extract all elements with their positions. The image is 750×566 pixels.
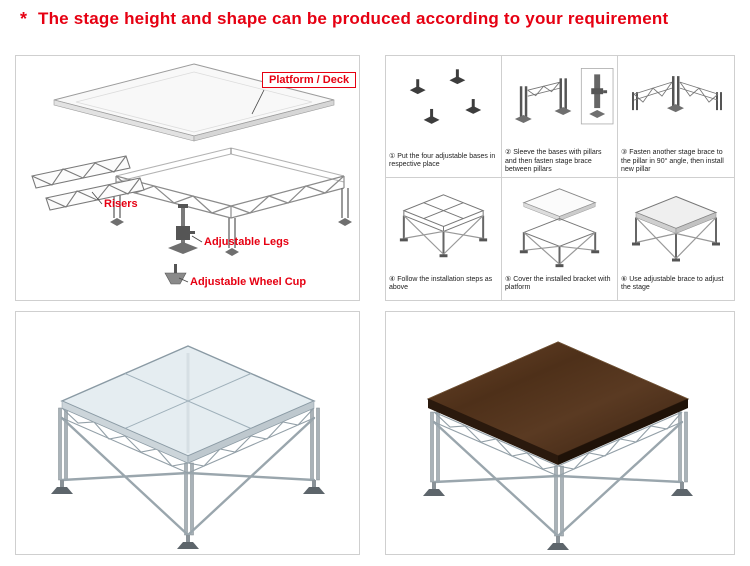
step-3-diagram [618, 56, 734, 148]
risers-label: Risers [104, 198, 138, 210]
step-3-corner-brace-drawing [632, 76, 722, 113]
step-cell-3: ③ Fasten another stage brace to the pill… [618, 56, 734, 178]
step-5-deck-placement-drawing [519, 188, 600, 268]
step-cell-2: ② Sleeve the bases with pillars and then… [502, 56, 618, 178]
step-4-caption: ④ Follow the installation steps as above [389, 276, 493, 292]
step-5-diagram [502, 178, 617, 275]
step-1-bases-drawing [409, 69, 482, 124]
step-cell-6: ⑥ Use adjustable brace to adjust the sta… [618, 178, 734, 300]
step-5-caption: ⑤ Cover the installed bracket with platf… [505, 276, 611, 292]
page-title: * The stage height and shape can be prod… [20, 7, 668, 31]
title-text: The stage height and shape can be produc… [38, 9, 669, 28]
adjustable-wheel-cup-label: Adjustable Wheel Cup [190, 276, 307, 288]
acrylic-stage-drawing [51, 345, 325, 549]
step-2-diagram [502, 56, 617, 148]
step-cell-5: ⑤ Cover the installed bracket with platf… [502, 178, 618, 300]
panel-assembly-steps: ① Put the four adjustable bases in respe… [385, 55, 735, 301]
step-1-caption: ① Put the four adjustable bases in respe… [389, 153, 496, 169]
step-cell-1: ① Put the four adjustable bases in respe… [386, 56, 502, 178]
step-6-caption: ⑥ Use adjustable brace to adjust the sta… [621, 276, 724, 292]
adjustable-legs-label: Adjustable Legs [204, 236, 289, 248]
step-2-pillars-drawing [514, 68, 614, 125]
exploded-stage-drawing [31, 63, 352, 285]
step-2-caption: ② Sleeve the bases with pillars and then… [505, 149, 602, 173]
step-4-frame-drawing [399, 194, 488, 258]
step-3-caption: ③ Fasten another stage brace to the pill… [621, 149, 724, 173]
panel-exploded-diagram: Platform / Deck Risers Adjustable Legs A… [15, 55, 360, 301]
panel-stage-photo-acrylic [15, 311, 360, 555]
platform-deck-label: Platform / Deck [262, 72, 357, 88]
step-cell-4: ④ Follow the installation steps as above [386, 178, 502, 300]
title-asterisk: * [20, 9, 28, 29]
step-6-diagram [618, 178, 734, 275]
step-6-finished-stage-drawing [632, 195, 720, 262]
step-1-diagram [386, 56, 501, 152]
panel-stage-photo-wood [385, 311, 735, 555]
step-4-diagram [386, 178, 501, 275]
wood-stage-drawing [423, 341, 693, 550]
